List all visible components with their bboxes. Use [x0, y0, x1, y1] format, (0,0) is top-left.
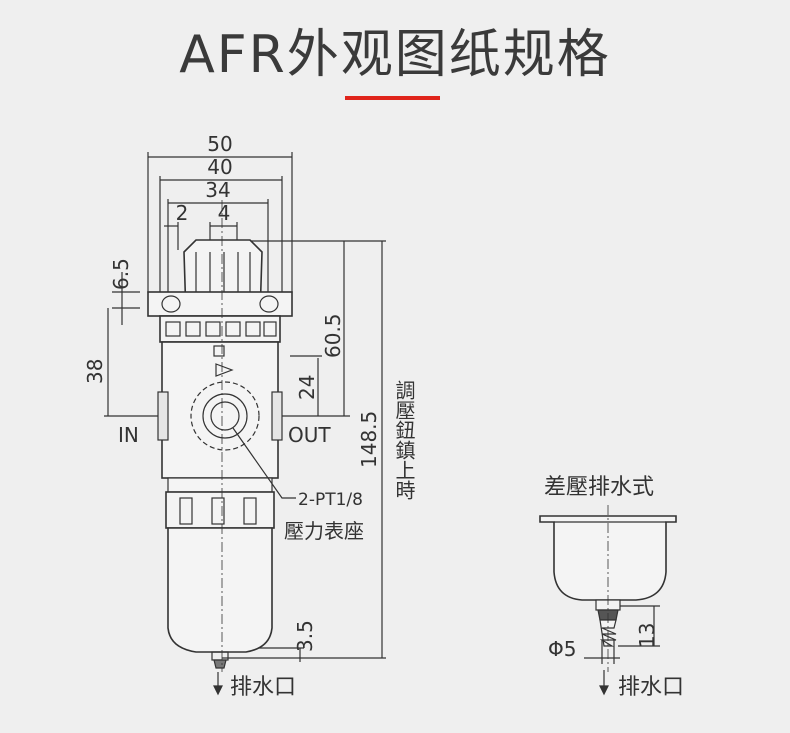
detail-label-drain: 排水口: [618, 675, 684, 700]
label-gauge-seat: 壓力表座: [284, 519, 364, 543]
flow-arrow-icon: [215, 363, 234, 377]
label-port: 2-PT1/8: [298, 490, 363, 510]
label-out: OUT: [288, 423, 331, 447]
bowl-guard: [165, 491, 275, 529]
page-title: AFR外观图纸规格: [179, 25, 611, 85]
label-knob-lift: 調壓鈕鎮上時: [392, 380, 416, 500]
label-in: IN: [118, 423, 139, 447]
dim-38: 38: [83, 359, 107, 384]
label-drain: 排水口: [230, 675, 296, 700]
dim-3-5: 3.5: [293, 620, 317, 652]
dim-13: 13: [635, 623, 659, 648]
dim-4: 4: [218, 201, 231, 225]
filter-bowl: [167, 527, 273, 653]
detail-title: 差壓排水式: [544, 475, 654, 500]
dim-2: 2: [176, 201, 189, 225]
dim-60-5: 60.5: [321, 313, 345, 358]
title-accent-line: [345, 96, 440, 100]
detail-bowl: [539, 515, 677, 601]
regulator-body: [161, 341, 279, 479]
dim-24: 24: [295, 375, 319, 400]
port-leader-line: [232, 427, 296, 499]
dim-148-5: 148.5: [357, 411, 381, 468]
dim-6-5: 6.5: [109, 258, 133, 290]
dim-50: 50: [207, 132, 232, 156]
dim-40: 40: [207, 155, 232, 179]
dim-phi5: Φ5: [548, 637, 576, 661]
gauge-circle: [190, 381, 260, 451]
dim-34: 34: [205, 178, 230, 202]
